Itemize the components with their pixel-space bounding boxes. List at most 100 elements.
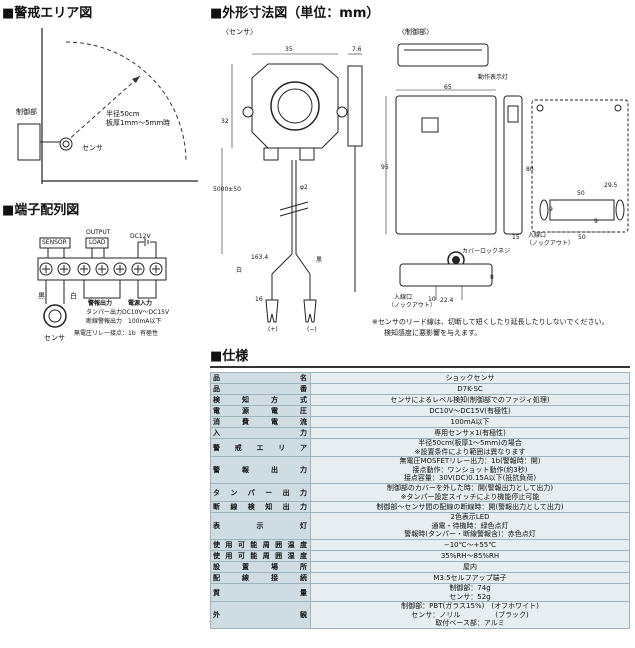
dim-sensor-caption: 〈センサ〉 — [222, 28, 257, 36]
spec-value-line: センサ：52g — [449, 592, 491, 601]
dim-32: 32 — [221, 118, 229, 125]
spec-value-line: センサ：ノリル (ブラック) — [411, 610, 529, 619]
dim-9b: 9 — [594, 218, 598, 225]
spec-label: 検知方式 — [210, 394, 311, 406]
spec-label: 電源電圧 — [210, 405, 311, 417]
terminal-alarm-output: 警報出力 — [88, 300, 113, 307]
spec-label: 外観 — [210, 601, 311, 629]
spec-row: 検知方式センサによるレベル検知(制御部でのファジィ処理) — [210, 394, 630, 406]
spec-value-line: 警報時(タンパー・断線警報含)：赤色点灯 — [404, 530, 536, 539]
spec-value-line: 制御部のカバーを外した時：開(警報出力として出力) — [386, 483, 554, 492]
dimensions-title: ■外形寸法図（単位：mm） — [210, 6, 380, 21]
dim-16: 16 — [255, 296, 263, 303]
spec-label: タンパー出力 — [210, 482, 311, 503]
dim-black: 黒 — [316, 257, 323, 264]
knockout1-a: 入線口 — [528, 232, 547, 239]
dim-50b: 50 — [578, 234, 586, 241]
spec-value: 制御部のカバーを外した時：開(警報出力として出力)※タンパー設定スイッチにより機… — [310, 482, 630, 503]
spec-value-line: 2色表示LED — [450, 513, 490, 522]
spec-value-line: 通電・待機時：緑色点灯 — [431, 521, 509, 530]
dim-29-5: 29.5 — [604, 182, 618, 189]
spec-row: 入力専用センサ×1(有極性) — [210, 427, 630, 439]
terminal-polarity-note: 有極性 — [140, 330, 159, 337]
spec-value-line: 半径50cm(板厚1〜5mm)の場合 — [418, 439, 522, 447]
spec-label: 入力 — [210, 427, 311, 439]
terminal-sensor-label: センサ — [44, 334, 65, 342]
dim-10: 10 — [428, 296, 436, 303]
dim-9a: 9 — [549, 206, 553, 213]
spec-value: ショックセンサ — [310, 372, 630, 384]
spec-value: M3.5セルフアップ端子 — [310, 571, 630, 584]
spec-label: 品番 — [210, 383, 311, 395]
terminal-sensor-box: SENSOR — [42, 239, 67, 246]
terminal-title: ■端子配列図 — [2, 203, 80, 218]
terminal-tamper-output: タンパー出力 — [86, 309, 123, 316]
spec-value-line: 無電圧MOSFETリレー出力：1b(警報時：開) — [399, 457, 541, 466]
knockout1-b: （ノックアウト） — [526, 240, 574, 247]
spec-value-line: M3.5セルフアップ端子 — [433, 573, 507, 582]
spec-value: 半径50cm(板厚1〜5mm)の場合※設置条件により範囲は異なります — [310, 437, 630, 458]
op-lamp-label: 動作表示灯 — [478, 74, 509, 81]
dim-minus: (−) — [307, 326, 317, 333]
alarm-radius-line1: 半径50cm — [106, 110, 140, 118]
dim-35: 35 — [285, 46, 293, 53]
spec-row: 断線検知出力制御部〜センサ間の配線の断線時：開(警報出力として出力) — [210, 501, 630, 514]
spec-value: D7K-SC — [310, 383, 630, 395]
dim-note1: ※センサのリード線は、切断して短くしたり延長したりしないでください。 — [372, 318, 609, 326]
spec-value: 制御部：PBT(ガラス15%) (オフホワイト)センサ：ノリル (ブラック)取付… — [310, 601, 630, 629]
dim-8: 8 — [490, 274, 494, 281]
dimension-drawing — [221, 43, 629, 323]
spec-value-line: 制御部〜センサ間の配線の断線時：開(警報出力として出力) — [376, 502, 564, 511]
dim-22-4: 22.4 — [440, 297, 454, 304]
spec-label: 質量 — [210, 582, 311, 603]
spec-label: 品名 — [210, 372, 311, 384]
spec-value: 制御部〜センサ間の配線の断線時：開(警報出力として出力) — [310, 501, 630, 514]
spec-row: 設置場所屋内 — [210, 560, 630, 573]
dim-15: 15 — [512, 234, 520, 241]
dim-163: 163.4 — [251, 254, 269, 261]
dim-5000: 5000±50 — [213, 186, 241, 193]
terminal-power-input: 電源入力 — [128, 300, 153, 307]
spec-label: 表示灯 — [210, 512, 311, 540]
alarm-radius-line2: 板厚1mm〜5mm時 — [106, 119, 171, 127]
spec-value-line: 制御部：PBT(ガラス15%) (オフホワイト) — [401, 602, 539, 611]
spec-value-line: 100mA以下 — [450, 417, 490, 426]
spec-label: 配線接続 — [210, 571, 311, 584]
dim-95: 95 — [381, 164, 389, 171]
spec-title-rule — [210, 366, 630, 368]
terminal-load-box: LOAD — [89, 239, 106, 246]
alarm-area-title: ■警戒エリア図 — [2, 6, 93, 21]
terminal-diagram — [37, 237, 167, 328]
spec-row: タンパー出力制御部のカバーを外した時：開(警報出力として出力)※タンパー設定スイ… — [210, 482, 630, 503]
dim-phi2: φ2 — [300, 184, 308, 191]
spec-value: 100mA以下 — [310, 416, 630, 428]
spec-row: 配線接続 M3.5セルフアップ端子 — [210, 571, 630, 584]
dim-white: 白 — [236, 267, 243, 274]
spec-label: 警戒エリア — [210, 437, 311, 458]
dim-50a: 50 — [577, 190, 585, 197]
spec-label: 警報出力 — [210, 456, 311, 484]
spec-row: 警報出力無電圧MOSFETリレー出力：1b(警報時：開)接点動作：ワンショット動… — [210, 456, 630, 484]
dim-note2: 検知感度に悪影響を与えます。 — [384, 329, 482, 337]
spec-label: 消費電流 — [210, 416, 311, 428]
terminal-dc12v: DC12V — [130, 233, 151, 240]
dim-control-caption: 〈制御部〉 — [398, 28, 433, 36]
terminal-output-label: OUTPUT — [86, 229, 111, 236]
dim-plus: (+) — [268, 326, 278, 333]
terminal-relay-note: 無電圧リレー接点：1b — [74, 330, 136, 337]
terminal-power-range: DC10V〜DC15V — [122, 309, 170, 316]
terminal-disconnect-output: 断線警報出力 — [86, 318, 123, 325]
spec-label: 設置場所 — [210, 560, 311, 573]
knockout2-b: （ノックアウト） — [388, 302, 436, 309]
terminal-wire-white: 白 — [70, 292, 77, 300]
spec-row: 消費電流 100mA以下 — [210, 416, 630, 428]
spec-value: センサによるレベル検知(制御部でのファジィ処理) — [310, 394, 630, 406]
dim-65: 65 — [444, 84, 452, 91]
spec-value: DC10V〜DC15V(有極性) — [310, 405, 630, 417]
alarm-controller-label: 制御部 — [16, 108, 37, 116]
